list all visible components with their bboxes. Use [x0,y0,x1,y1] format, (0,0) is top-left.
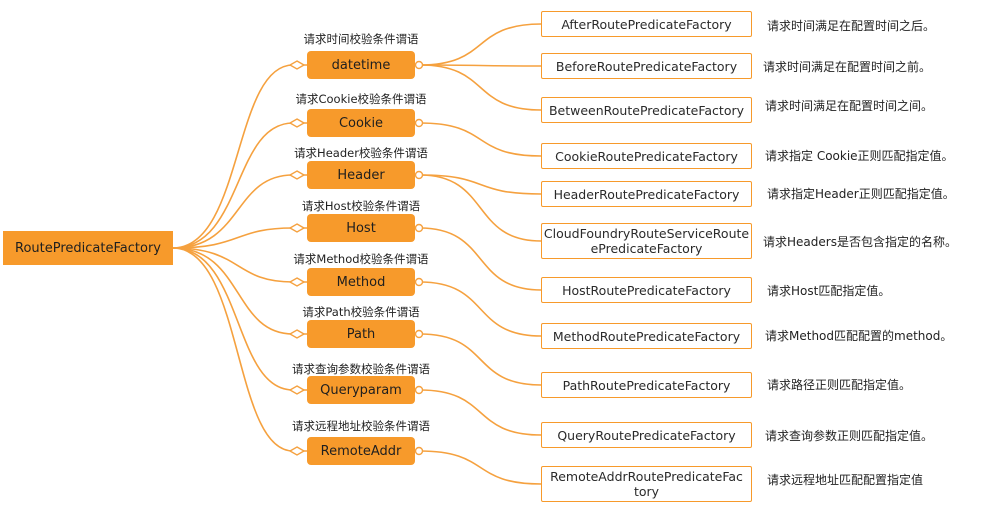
factory-node-between[interactable]: BetweenRoutePredicateFactory [541,97,752,123]
factory-label-line2: tory [633,484,660,499]
factory-node-cookie[interactable]: CookieRoutePredicateFactory [541,143,752,169]
connector-diamond [288,170,306,180]
root-label: RoutePredicateFactory [15,240,161,256]
category-node-remoteaddr[interactable]: RemoteAddr [307,437,415,465]
category-to-factory-line [419,389,542,436]
category-to-factory-line [419,333,542,386]
factory-note-cloudfoundry: 请求Headers是否包含指定的名称。 [763,235,957,249]
category-label: Header [337,167,385,183]
connector-dot [414,446,424,456]
factory-note-header: 请求指定Header正则匹配指定值。 [767,187,955,201]
category-to-factory-line [419,227,542,291]
category-to-factory-line [419,64,542,67]
factory-label-line2: ePredicateFactory [590,241,703,256]
category-to-factory-line [419,174,542,195]
connector-diamond [288,60,306,70]
category-label: Host [346,220,376,236]
category-node-header[interactable]: Header [307,161,415,189]
factory-node-header[interactable]: HeaderRoutePredicateFactory [541,181,752,207]
connector-diamond [288,277,306,287]
connector-dot [414,60,424,70]
category-node-method[interactable]: Method [307,268,415,296]
factory-note-query: 请求查询参数正则匹配指定值。 [765,429,934,443]
factory-node-host[interactable]: HostRoutePredicateFactory [541,277,752,303]
category-caption-queryparam: 请求查询参数校验条件谓语 [292,362,430,376]
root-to-category-line [172,247,307,452]
connector-dot [414,277,424,287]
category-caption-path: 请求Path校验条件谓语 [302,305,420,319]
category-node-queryparam[interactable]: Queryparam [307,376,415,404]
category-node-cookie[interactable]: Cookie [307,109,415,137]
connector-dot [414,118,424,128]
category-label: Path [346,326,376,342]
category-to-factory-line [419,122,542,157]
factory-label-line1: RemoteAddrRoutePredicateFac [550,469,743,484]
category-caption-remoteaddr: 请求远程地址校验条件谓语 [292,419,430,433]
factory-node-after[interactable]: AfterRoutePredicateFactory [541,11,752,37]
category-node-path[interactable]: Path [307,320,415,348]
factory-label-line1: AfterRoutePredicateFactory [561,16,732,32]
connector-dot [414,223,424,233]
factory-node-query[interactable]: QueryRoutePredicateFactory [541,422,752,448]
root-to-category-line [172,247,307,283]
category-caption-datetime: 请求时间校验条件谓语 [303,32,419,46]
connector-diamond [288,385,306,395]
category-to-factory-line [419,450,542,485]
factory-note-path: 请求路径正则匹配指定值。 [767,378,912,392]
category-caption-cookie: 请求Cookie校验条件谓语 [295,92,427,106]
connector-dot [414,329,424,339]
connector-diamond [288,329,306,339]
factory-note-before: 请求时间满足在配置时间之前。 [763,60,932,74]
factory-note-between: 请求时间满足在配置时间之间。 [765,99,934,113]
category-to-factory-line [419,281,542,337]
factory-node-method[interactable]: MethodRoutePredicateFactory [541,323,752,349]
factory-label-line1: QueryRoutePredicateFactory [557,427,736,443]
category-to-factory-line [419,64,542,111]
connector-diamond [288,223,306,233]
factory-label-line1: CloudFoundryRouteServiceRoute [543,226,750,241]
factory-note-method: 请求Method匹配配置的method。 [765,329,953,343]
factory-note-host: 请求Host匹配指定值。 [767,284,891,298]
root-to-category-line [172,174,307,249]
factory-label-line1: HeaderRoutePredicateFactory [553,186,740,202]
connector-diamond [288,446,306,456]
factory-label-line1: PathRoutePredicateFactory [562,377,731,393]
root-to-category-line [172,227,307,249]
root-to-category-line [172,122,307,249]
category-caption-method: 请求Method校验条件谓语 [293,252,429,266]
factory-label-line1: MethodRoutePredicateFactory [552,328,741,344]
root-node[interactable]: RoutePredicateFactory [3,231,173,265]
category-label: RemoteAddr [320,443,402,459]
root-to-category-line [172,247,307,335]
factory-node-before[interactable]: BeforeRoutePredicateFactory [541,53,752,79]
factory-node-path[interactable]: PathRoutePredicateFactory [541,372,752,398]
connector-dot [414,385,424,395]
category-label: datetime [331,57,391,73]
root-to-category-line [172,247,307,391]
category-to-factory-line [419,174,542,242]
factory-label-line1: BetweenRoutePredicateFactory [548,102,745,118]
category-caption-header: 请求Header校验条件谓语 [294,146,428,160]
category-to-factory-line [419,23,542,66]
category-node-datetime[interactable]: datetime [307,51,415,79]
category-caption-host: 请求Host校验条件谓语 [301,199,421,213]
factory-note-remoteaddr: 请求远程地址匹配配置指定值 [767,473,924,487]
category-node-host[interactable]: Host [307,214,415,242]
factory-label-line1: HostRoutePredicateFactory [562,282,731,298]
root-to-category-line [172,64,307,249]
factory-label-line1: BeforeRoutePredicateFactory [555,58,738,74]
category-label: Queryparam [320,382,402,398]
category-label: Cookie [338,115,384,131]
factory-label-line1: CookieRoutePredicateFactory [555,148,738,164]
connector-dot [414,170,424,180]
connector-diamond [288,118,306,128]
factory-note-cookie: 请求指定 Cookie正则匹配指定值。 [765,149,954,163]
factory-note-after: 请求时间满足在配置时间之后。 [767,19,936,33]
category-label: Method [336,274,386,290]
